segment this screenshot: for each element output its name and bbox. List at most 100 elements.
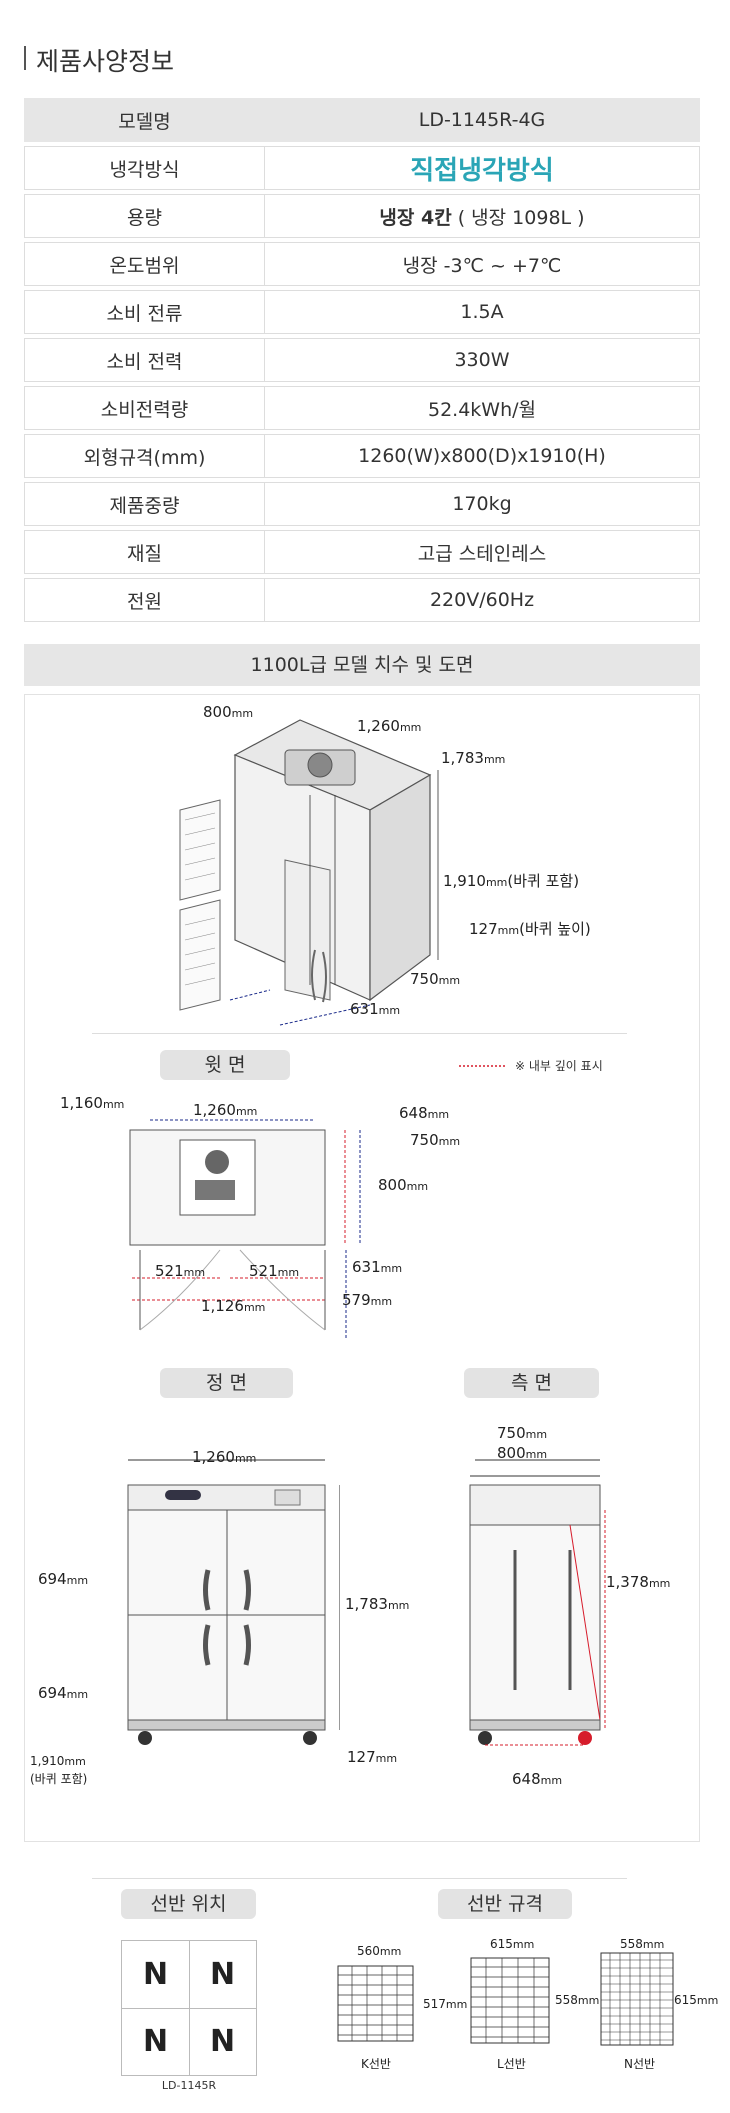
spec-key: 용량 (24, 194, 265, 238)
spec-key: 제품중량 (24, 482, 265, 526)
shelf-cell: N (209, 2024, 236, 2059)
iso-wheel-label: 127mm(바퀴 높이) (469, 918, 591, 939)
unit: mm (378, 1004, 401, 1017)
top-579-label: 579mm (342, 1291, 392, 1309)
shelf-n-drawing (600, 1952, 674, 2046)
front-694b-value: 694 (38, 1684, 67, 1702)
shelf-l-height-value: 558 (555, 1993, 578, 2007)
top-800-label: 800mm (378, 1176, 428, 1194)
unit: mm (577, 1994, 600, 2007)
side-view-drawing (469, 1459, 606, 1746)
front-width-value: 1,260 (192, 1448, 235, 1466)
front-127-label: 127mm (347, 1748, 397, 1766)
shelf-k-height-value: 517 (423, 1997, 446, 2011)
unit: mm (512, 1938, 535, 1951)
unit: mm (406, 1180, 429, 1193)
unit: mm (64, 1755, 86, 1768)
shelf-l-height: 558mm (555, 1993, 599, 2007)
unit: mm (399, 721, 422, 734)
side-750-value: 750 (497, 1424, 526, 1442)
top-521a-label: 521mm (155, 1262, 205, 1280)
top-view-label: 윗 면 (160, 1050, 290, 1080)
table-row: 소비전력량 52.4kWh/월 (24, 386, 700, 430)
section-title: 제품사양정보 (36, 47, 175, 76)
shelf-cell: N (142, 2024, 169, 2059)
front-view-label: 정 면 (160, 1368, 293, 1398)
dimensions-title: 1100L급 모델 치수 및 도면 (24, 644, 700, 686)
spec-key: 소비 전력 (24, 338, 265, 382)
cooling-method-value: 직접냉각방식 (410, 155, 554, 186)
top-1126-label: 1,126mm (201, 1297, 265, 1315)
top-521b-label: 521mm (249, 1262, 299, 1280)
side-750-label: 750mm (497, 1424, 547, 1442)
top-1126-value: 1,126 (201, 1297, 244, 1315)
shelf-spec-label: 선반 규격 (438, 1889, 572, 1919)
shelf-k-width: 560mm (357, 1944, 401, 1958)
top-1260-label: 1,260mm (193, 1101, 257, 1119)
unit: mm (183, 1266, 206, 1279)
unit: mm (696, 1994, 719, 2007)
shelf-n-name: N선반 (624, 2057, 656, 2071)
unit: mm (234, 1452, 257, 1465)
capacity-detail: ( 냉장 1098L ) (451, 206, 585, 229)
unit: mm (375, 1752, 398, 1765)
iso-depth-label: 1,260mm (357, 717, 421, 735)
table-row: 냉각방식 직접냉각방식 (24, 146, 700, 190)
table-row: 모델명 LD-1145R-4G (24, 98, 700, 142)
legend-dotted-red-line (459, 1065, 507, 1067)
unit: mm (379, 1945, 402, 1958)
front-1910-value: 1,910 (30, 1754, 65, 1768)
iso-wheel-note: (바퀴 높이) (519, 920, 591, 938)
spec-value: 330W (265, 338, 700, 382)
unit: mm (483, 753, 506, 766)
table-row: 재질 고급 스테인레스 (24, 530, 700, 574)
top-750-value: 750 (410, 1131, 439, 1149)
title-bar (24, 46, 26, 70)
unit: mm (525, 1448, 548, 1461)
spec-value: 냉장 -3℃ ~ +7℃ (265, 242, 700, 286)
unit: mm (438, 1135, 461, 1148)
top-800-value: 800 (378, 1176, 407, 1194)
isometric-drawing (179, 719, 439, 1026)
top-579-value: 579 (342, 1291, 371, 1309)
spec-value: 1260(W)x800(D)x1910(H) (265, 434, 700, 478)
side-648-label: 648mm (512, 1770, 562, 1788)
spec-key: 모델명 (24, 98, 265, 142)
divider (92, 1033, 627, 1034)
spec-value: 냉장 4칸 ( 냉장 1098L ) (265, 194, 700, 238)
top-521b-value: 521 (249, 1262, 278, 1280)
shelf-k-height: 517mm (423, 1997, 467, 2011)
shelf-n-height-value: 615 (674, 1993, 697, 2007)
iso-h2-note: (바퀴 포함) (507, 872, 580, 890)
shelf-n-width-value: 558 (620, 1937, 643, 1951)
capacity-bold: 냉장 4칸 (379, 206, 452, 229)
unit: mm (427, 1108, 450, 1121)
diagram-box (24, 694, 700, 1842)
unit: mm (231, 707, 254, 720)
side-800-label: 800mm (497, 1444, 547, 1462)
unit: mm (387, 1599, 410, 1612)
top-1160-label: 1,160mm (60, 1094, 124, 1112)
shelf-l-width: 615mm (490, 1937, 534, 1951)
iso-750-value: 750 (410, 970, 439, 988)
iso-h2-value: 1,910 (443, 872, 486, 890)
iso-wheel-value: 127 (469, 920, 498, 938)
top-648-value: 648 (399, 1104, 428, 1122)
unit: mm (642, 1938, 665, 1951)
table-row: 소비 전류 1.5A (24, 290, 700, 334)
side-1378-label: 1,378mm (606, 1573, 670, 1591)
table-row: 외형규격(mm) 1260(W)x800(D)x1910(H) (24, 434, 700, 478)
spec-value: 170kg (265, 482, 700, 526)
top-750-label: 750mm (410, 1131, 460, 1149)
unit: mm (438, 974, 461, 987)
top-648-label: 648mm (399, 1104, 449, 1122)
spec-key: 재질 (24, 530, 265, 574)
shelf-n-height: 615mm (674, 1993, 718, 2007)
spec-value: 고급 스테인레스 (265, 530, 700, 574)
iso-width-label: 800mm (203, 703, 253, 721)
shelf-cell: N (142, 1957, 169, 1992)
front-1783-value: 1,783 (345, 1595, 388, 1613)
iso-631-label: 631mm (350, 1000, 400, 1018)
shelf-k-name: K선반 (361, 2057, 391, 2071)
spec-value: 1.5A (265, 290, 700, 334)
